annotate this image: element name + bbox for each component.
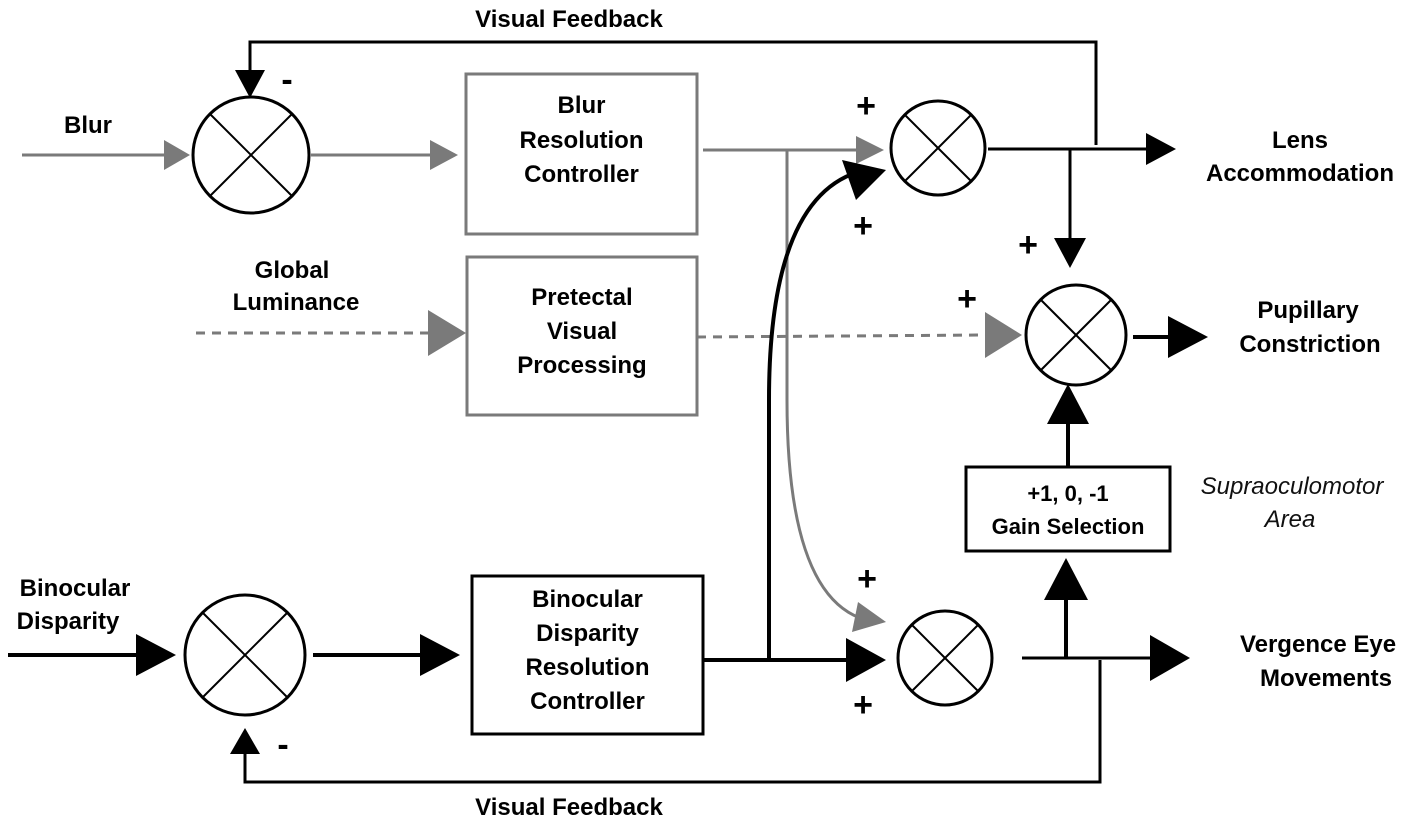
blur-to-lens-arrowhead [856, 136, 884, 164]
blur-to-vergence-arrowhead [852, 602, 886, 632]
pretectal-line-2: Visual [547, 318, 617, 345]
blur-input-label: Blur [64, 112, 112, 139]
disparity-path [8, 160, 886, 682]
disparity-feedback-minus-sign: - [277, 726, 288, 764]
luminance-label-line-1: Global [255, 257, 330, 284]
disparity-resolution-controller-block: Binocular Disparity Resolution Controlle… [470, 574, 705, 736]
disparity-controller-line-3: Resolution [526, 654, 650, 681]
top-feedback-arrowhead [235, 70, 265, 98]
disparity-summing-junction [183, 593, 307, 717]
pupil-output-path [1133, 316, 1208, 358]
top-feedback-loop [235, 40, 1098, 145]
top-feedback-label: Visual Feedback [475, 6, 663, 33]
gain-to-pupil-arrowhead [1047, 384, 1089, 424]
luminance-path [196, 310, 1022, 358]
blur-to-controller-arrowhead [430, 140, 458, 170]
vergence-top-plus-sign: + [857, 560, 877, 598]
pupil-label-line-2: Constriction [1239, 331, 1380, 358]
supraoculomotor-label-line-1: Supraoculomotor [1201, 473, 1385, 500]
disparity-controller-line-1: Binocular [532, 586, 643, 613]
blur-input-arrowhead [164, 140, 190, 170]
blur-controller-line-2: Resolution [520, 127, 644, 154]
lens-output-path [988, 133, 1176, 268]
disparity-label-line-1: Binocular [20, 575, 131, 602]
pupil-label-line-1: Pupillary [1257, 297, 1359, 324]
pupil-summing-junction [1024, 283, 1128, 387]
blur-feedback-minus-sign: - [281, 61, 292, 99]
lens-summing-junction [889, 99, 987, 197]
pupil-top-plus-sign: + [1018, 226, 1038, 264]
disparity-controller-line-4: Controller [530, 688, 645, 715]
vergence-label-line-1: Vergence Eye [1240, 631, 1396, 658]
vergence-output-arrowhead [1150, 635, 1190, 681]
vergence-output-path [1022, 384, 1190, 681]
lens-label-line-2: Accommodation [1206, 160, 1394, 187]
pupil-left-plus-sign: + [957, 280, 977, 318]
bottom-feedback-arrowhead [230, 728, 260, 754]
blur-controller-line-3: Controller [524, 161, 639, 188]
blur-resolution-controller-block: Blur Resolution Controller [464, 72, 699, 236]
disparity-label-line-2: Disparity [17, 608, 120, 635]
pretectal-line-1: Pretectal [531, 284, 632, 311]
luminance-to-pupil-arrowhead [985, 312, 1022, 358]
gain-selection-line-1: +1, 0, -1 [1027, 481, 1108, 506]
bottom-feedback-label: Visual Feedback [475, 794, 663, 821]
luminance-input-arrowhead [428, 310, 466, 356]
lens-to-pupil-arrowhead [1054, 238, 1086, 268]
disparity-controller-line-2: Disparity [536, 620, 639, 647]
pretectal-visual-processing-block: Pretectal Visual Processing [465, 255, 699, 417]
lens-top-plus-sign: + [856, 87, 876, 125]
gain-selection-line-2: Gain Selection [992, 514, 1145, 539]
bottom-feedback-loop [230, 660, 1102, 784]
disparity-to-vergence-arrowhead [846, 638, 886, 682]
supraoculomotor-label-line-2: Area [1263, 506, 1316, 533]
vergence-bottom-plus-sign: + [853, 686, 873, 724]
vergence-label-line-2: Movements [1260, 665, 1392, 692]
gain-selection-block: +1, 0, -1 Gain Selection [964, 465, 1172, 553]
vergence-summing-junction [896, 609, 994, 707]
lens-output-arrowhead [1146, 133, 1176, 165]
blur-summing-junction [191, 95, 311, 215]
luminance-label-line-2: Luminance [233, 289, 360, 316]
blur-path [22, 136, 886, 632]
lens-bottom-plus-sign: + [853, 207, 873, 245]
lens-label-line-1: Lens [1272, 127, 1328, 154]
pretectal-line-3: Processing [517, 352, 646, 379]
blur-controller-line-1: Blur [558, 92, 606, 119]
pupil-output-arrowhead [1168, 316, 1208, 358]
disparity-to-lens-arrowhead [842, 160, 886, 200]
disparity-to-controller-arrowhead [420, 634, 460, 676]
disparity-input-arrowhead [136, 634, 176, 676]
vergence-to-gain-arrowhead [1044, 558, 1088, 600]
